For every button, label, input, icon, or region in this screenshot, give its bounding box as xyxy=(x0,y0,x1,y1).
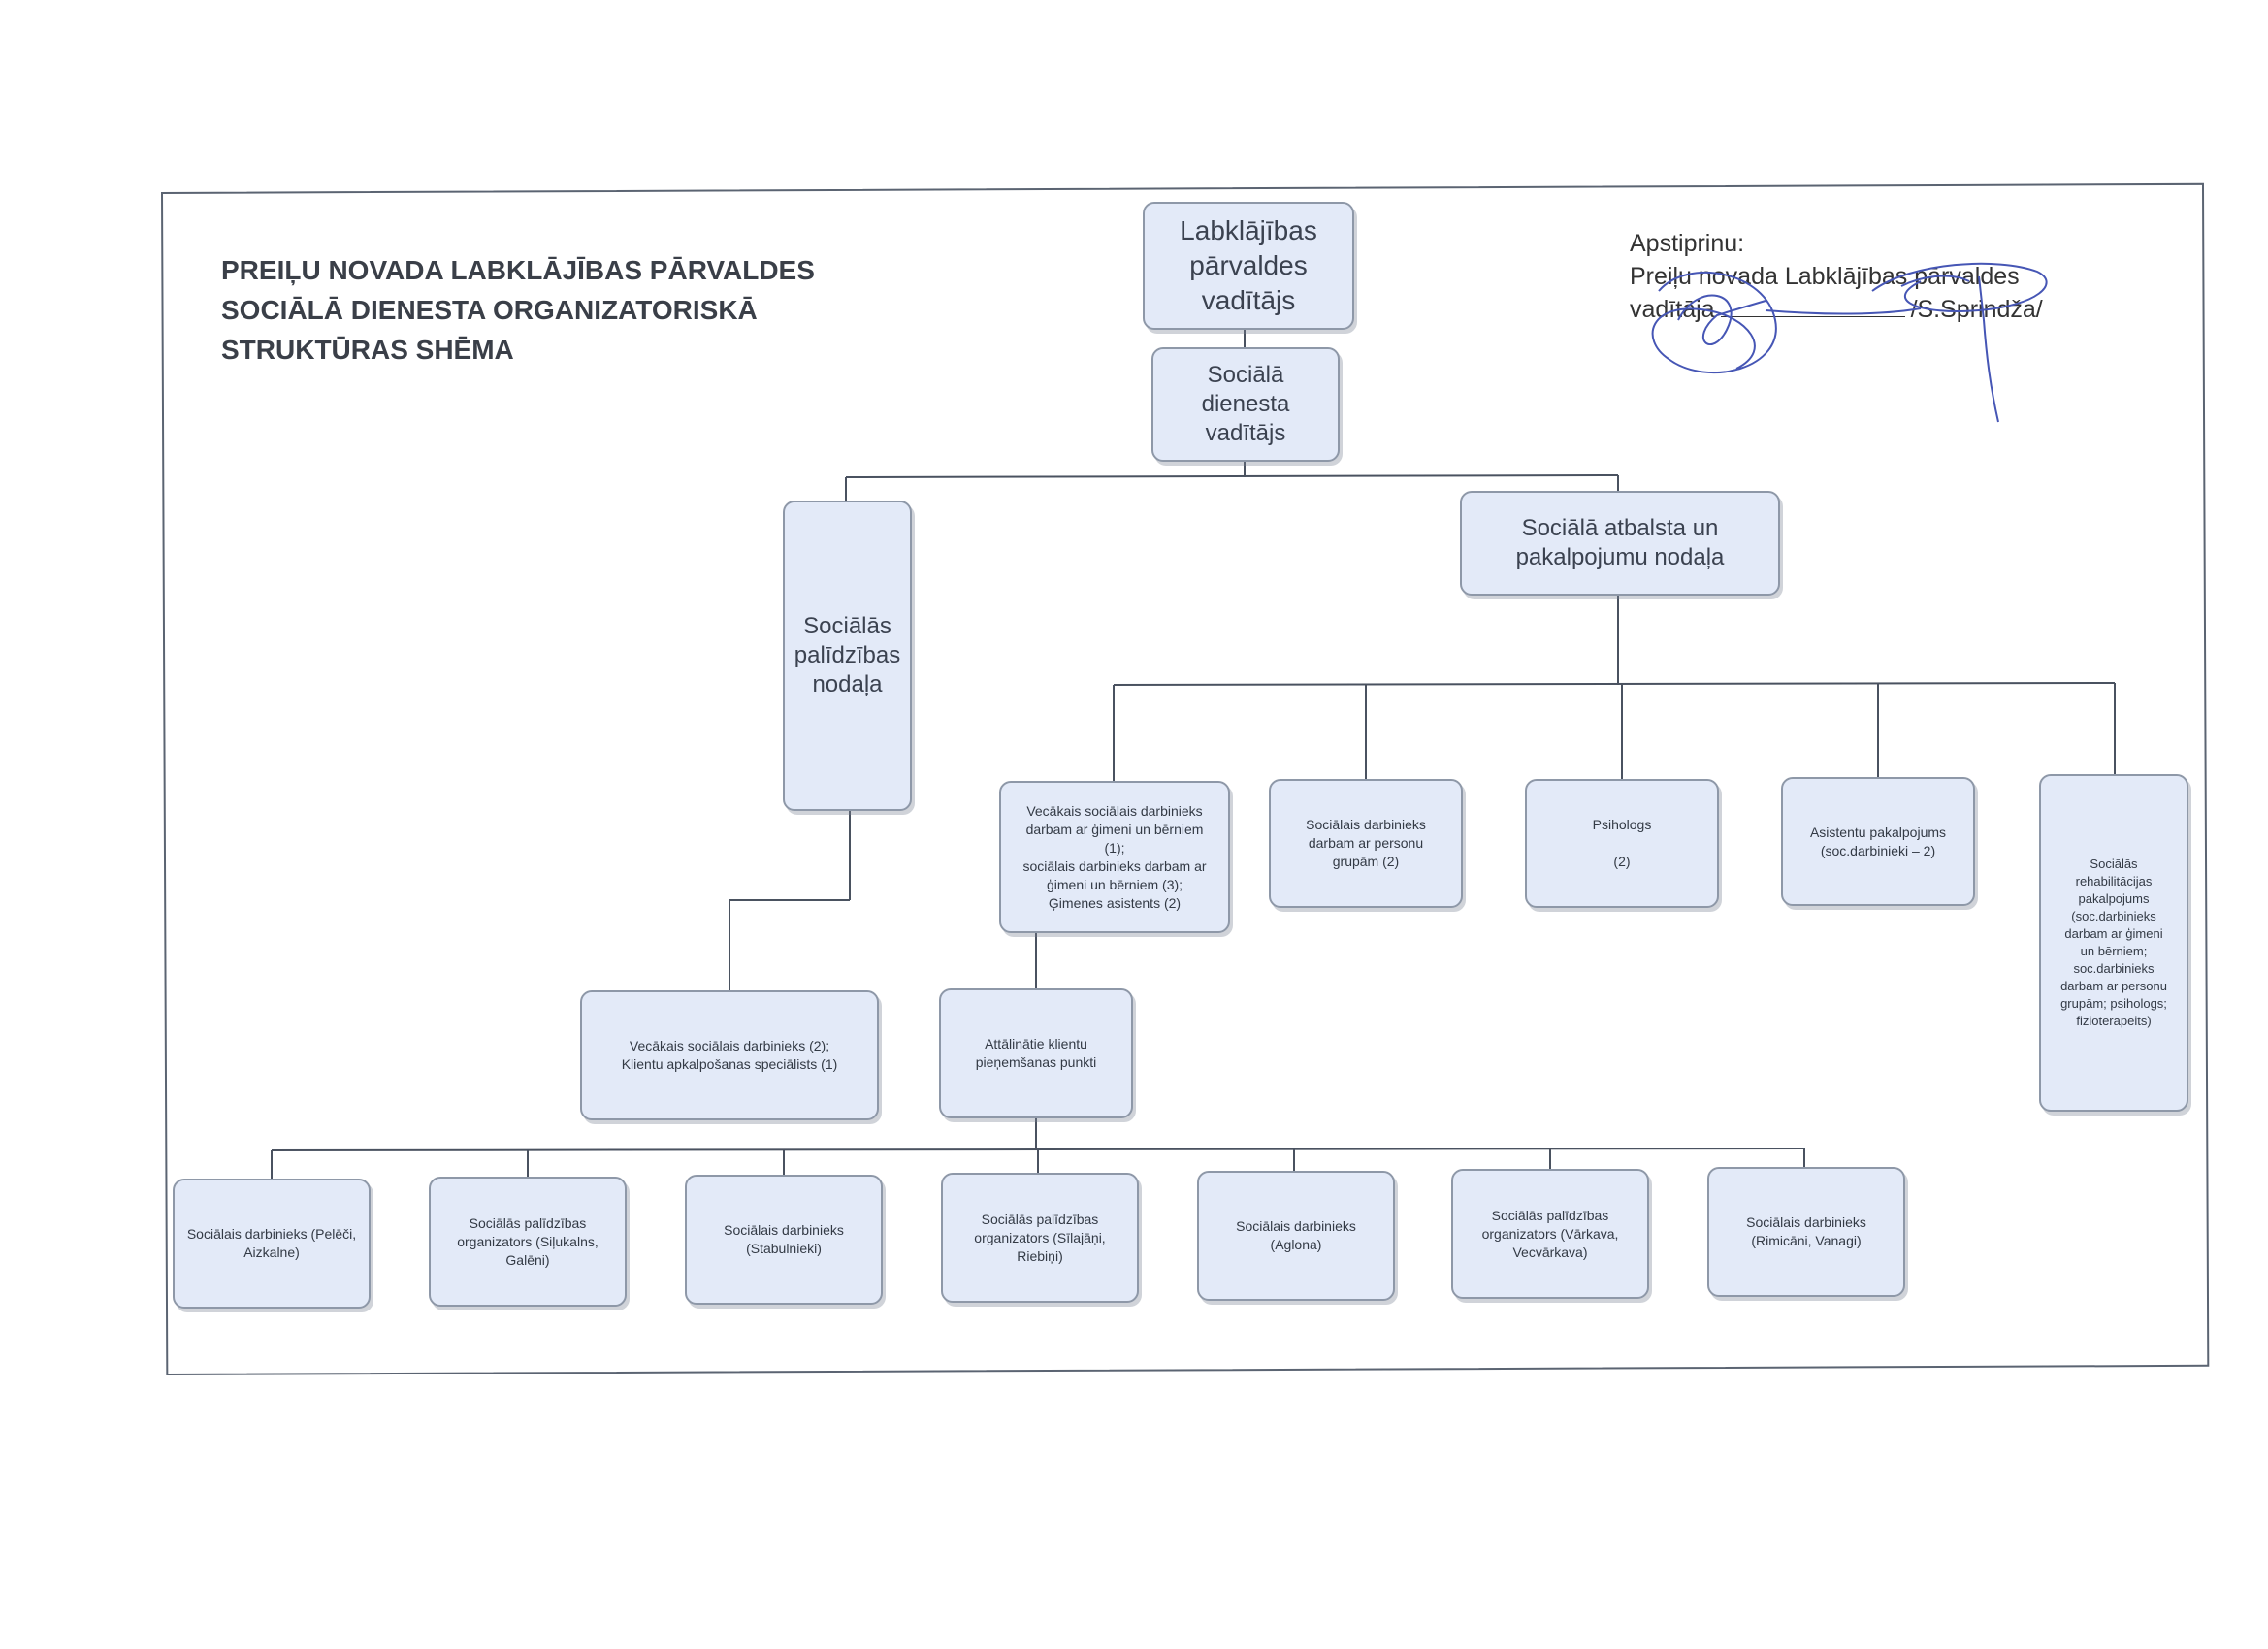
node-assistant-service: Asistentu pakalpojums (soc.darbinieki – … xyxy=(1781,777,1975,906)
node-point-varkava-label: Sociālās palīdzības organizators (Vārkav… xyxy=(1481,1207,1619,1260)
node-point-peleci-label: Sociālais darbinieks (Pelēči, Aizkalne) xyxy=(186,1226,357,1260)
handwritten-signature xyxy=(1651,262,2048,423)
node-family-social-workers: Vecākais sociālais darbinieks darbam ar … xyxy=(999,781,1230,933)
node-point-peleci: Sociālais darbinieks (Pelēči, Aizkalne) xyxy=(173,1179,371,1309)
node-support-services-dept: Sociālā atbalsta un pakalpojumu nodaļa xyxy=(1460,491,1780,596)
node-point-silukalns: Sociālās palīdzības organizators (Siļuka… xyxy=(429,1177,627,1307)
diagram-title: PREIĻU NOVADA LABKLĀJĪBAS PĀRVALDES SOCI… xyxy=(221,255,815,365)
node-point-silajani: Sociālās palīdzības organizators (Sīlajā… xyxy=(941,1173,1139,1303)
node-point-rimicani: Sociālais darbinieks (Rimicāni, Vanagi) xyxy=(1707,1167,1905,1297)
node-group-social-worker: Sociālais darbinieks darbam ar personu g… xyxy=(1269,779,1463,908)
node-rehabilitation-service: Sociālās rehabilitācijas pakalpojums (so… xyxy=(2039,774,2188,1112)
node-social-service-head-label: Sociālā dienesta vadītājs xyxy=(1201,362,1290,446)
node-social-service-head: Sociālā dienesta vadītājs xyxy=(1151,347,1340,462)
node-point-silajani-label: Sociālās palīdzības organizators (Sīlajā… xyxy=(974,1211,1106,1264)
node-point-stabulnieki-label: Sociālais darbinieks (Stabulnieki) xyxy=(724,1222,844,1256)
node-welfare-director: Labklājības pārvaldes vadītājs xyxy=(1143,202,1354,330)
approval-heading: Apstiprinu: xyxy=(1630,230,1745,257)
node-remote-reception-points-label: Attālinātie klientu pieņemšanas punkti xyxy=(975,1036,1097,1070)
node-psychologist-label: Psihologs (2) xyxy=(1592,817,1652,869)
node-remote-reception-points: Attālinātie klientu pieņemšanas punkti xyxy=(939,988,1133,1118)
node-senior-social-worker-label: Vecākais sociālais darbinieks (2); Klien… xyxy=(621,1038,838,1072)
node-social-assistance-dept: Sociālās palīdzības nodaļa xyxy=(783,501,912,811)
node-point-varkava: Sociālās palīdzības organizators (Vārkav… xyxy=(1451,1169,1649,1299)
node-group-social-worker-label: Sociālais darbinieks darbam ar personu g… xyxy=(1306,817,1426,869)
node-senior-social-worker: Vecākais sociālais darbinieks (2); Klien… xyxy=(580,990,879,1120)
node-assistant-service-label: Asistentu pakalpojums (soc.darbinieki – … xyxy=(1809,824,1947,858)
node-rehabilitation-service-label: Sociālās rehabilitācijas pakalpojums (so… xyxy=(2060,857,2167,1028)
node-point-rimicani-label: Sociālais darbinieks (Rimicāni, Vanagi) xyxy=(1746,1214,1866,1248)
node-point-aglona-label: Sociālais darbinieks (Aglona) xyxy=(1236,1218,1356,1252)
node-support-services-dept-label: Sociālā atbalsta un pakalpojumu nodaļa xyxy=(1515,515,1725,570)
node-point-aglona: Sociālais darbinieks (Aglona) xyxy=(1197,1171,1395,1301)
node-social-assistance-dept-label: Sociālās palīdzības nodaļa xyxy=(794,613,901,697)
node-psychologist: Psihologs (2) xyxy=(1525,779,1719,908)
node-welfare-director-label: Labklājības pārvaldes vadītājs xyxy=(1180,215,1317,315)
node-point-silukalns-label: Sociālās palīdzības organizators (Siļuka… xyxy=(457,1214,599,1268)
node-family-social-workers-label: Vecākais sociālais darbinieks darbam ar … xyxy=(1022,802,1207,911)
node-point-stabulnieki: Sociālais darbinieks (Stabulnieki) xyxy=(685,1175,883,1305)
